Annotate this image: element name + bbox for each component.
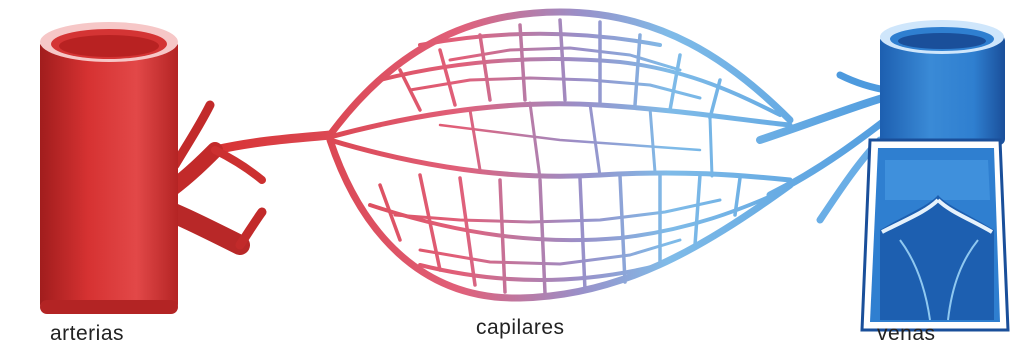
vein-illustration xyxy=(820,20,1008,330)
artery-illustration xyxy=(40,22,262,314)
veins-label: venas xyxy=(877,322,936,346)
capillaries-label: capilares xyxy=(476,316,565,340)
capillary-network xyxy=(215,12,905,298)
arteries-label: arterias xyxy=(50,322,124,346)
